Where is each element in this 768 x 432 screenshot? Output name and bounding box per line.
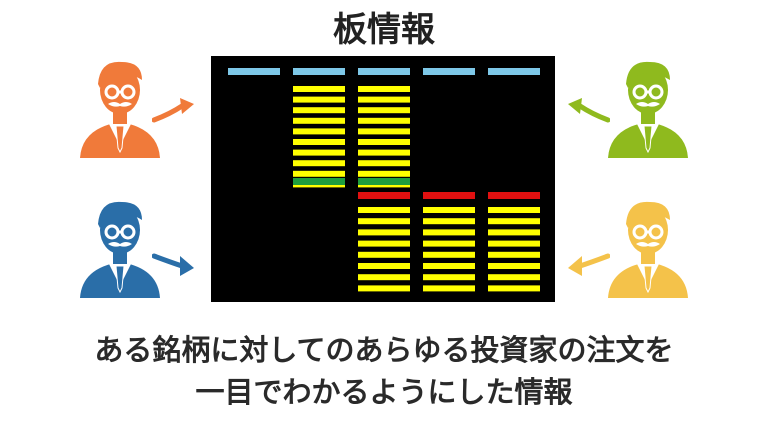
bid-order-bar xyxy=(293,128,345,135)
bid-order-bar xyxy=(358,170,410,177)
ask-best-bar xyxy=(488,192,540,199)
bid-order-bar xyxy=(358,128,410,135)
caption-line-1: ある銘柄に対してのあらゆる投資家の注文を xyxy=(94,333,674,367)
order-book-bars xyxy=(228,68,540,292)
bid-order-bar xyxy=(358,149,410,156)
arrow-left-icon xyxy=(568,98,610,123)
ask-order-bar xyxy=(423,207,475,213)
arrow-right-icon xyxy=(152,253,194,276)
investor-green xyxy=(598,50,698,160)
businessman-icon xyxy=(80,201,160,298)
header-bar xyxy=(488,68,540,75)
header-bar xyxy=(293,68,345,75)
ask-order-bar xyxy=(358,207,410,213)
bid-order-bar xyxy=(358,86,410,92)
arrow-right-icon xyxy=(152,98,194,123)
bid-order-bar xyxy=(293,86,345,92)
ask-order-bar xyxy=(358,263,410,269)
bid-order-bar xyxy=(358,107,410,114)
header-bar xyxy=(358,68,410,75)
ask-order-bar xyxy=(358,251,410,258)
bid-order-bar xyxy=(358,160,410,167)
bid-order-bar xyxy=(293,117,345,124)
ask-order-bar xyxy=(423,285,475,292)
ask-order-bar xyxy=(488,207,540,213)
businessman-icon xyxy=(80,61,160,158)
bid-best-bar xyxy=(293,178,345,185)
ask-order-bar xyxy=(358,240,410,247)
bid-order-bar xyxy=(293,149,345,156)
bid-order-bar xyxy=(293,170,345,177)
ask-best-bar xyxy=(358,192,410,199)
arrow-left-icon xyxy=(568,253,610,276)
ask-order-bar xyxy=(358,285,410,292)
businessman-icon xyxy=(608,61,688,158)
ask-order-bar xyxy=(358,274,410,281)
ask-order-bar xyxy=(358,218,410,225)
businessman-icon xyxy=(608,201,688,298)
ask-order-bar xyxy=(423,251,475,258)
header-bar xyxy=(228,68,280,75)
ask-order-bar xyxy=(488,218,540,225)
ask-order-bar xyxy=(423,218,475,225)
bid-order-bar xyxy=(293,96,345,103)
bid-order-bar xyxy=(358,96,410,103)
header-bar xyxy=(423,68,475,75)
ask-order-bar xyxy=(423,274,475,281)
caption-line-2: 一目でわかるようにした情報 xyxy=(195,375,573,409)
bid-best-bar xyxy=(358,178,410,185)
ask-order-bar xyxy=(358,229,410,236)
ask-order-bar xyxy=(423,240,475,247)
ask-order-bar xyxy=(488,251,540,258)
ask-order-bar xyxy=(423,263,475,269)
investor-blue xyxy=(70,190,170,300)
bid-order-bar xyxy=(358,117,410,124)
investor-orange xyxy=(70,50,170,160)
ask-order-bar xyxy=(423,229,475,236)
ask-order-bar xyxy=(488,240,540,247)
ask-best-bar xyxy=(423,192,475,199)
bid-order-bar xyxy=(293,139,345,145)
page-title: 板情報 xyxy=(333,10,435,50)
bid-order-bar xyxy=(358,139,410,145)
investor-yellow xyxy=(598,190,698,300)
ask-order-bar xyxy=(488,263,540,269)
ask-order-bar xyxy=(488,285,540,292)
order-book-board xyxy=(211,56,555,302)
ask-order-bar xyxy=(488,274,540,281)
ask-order-bar xyxy=(488,229,540,236)
bid-order-bar xyxy=(293,160,345,167)
bid-order-bar xyxy=(293,107,345,114)
